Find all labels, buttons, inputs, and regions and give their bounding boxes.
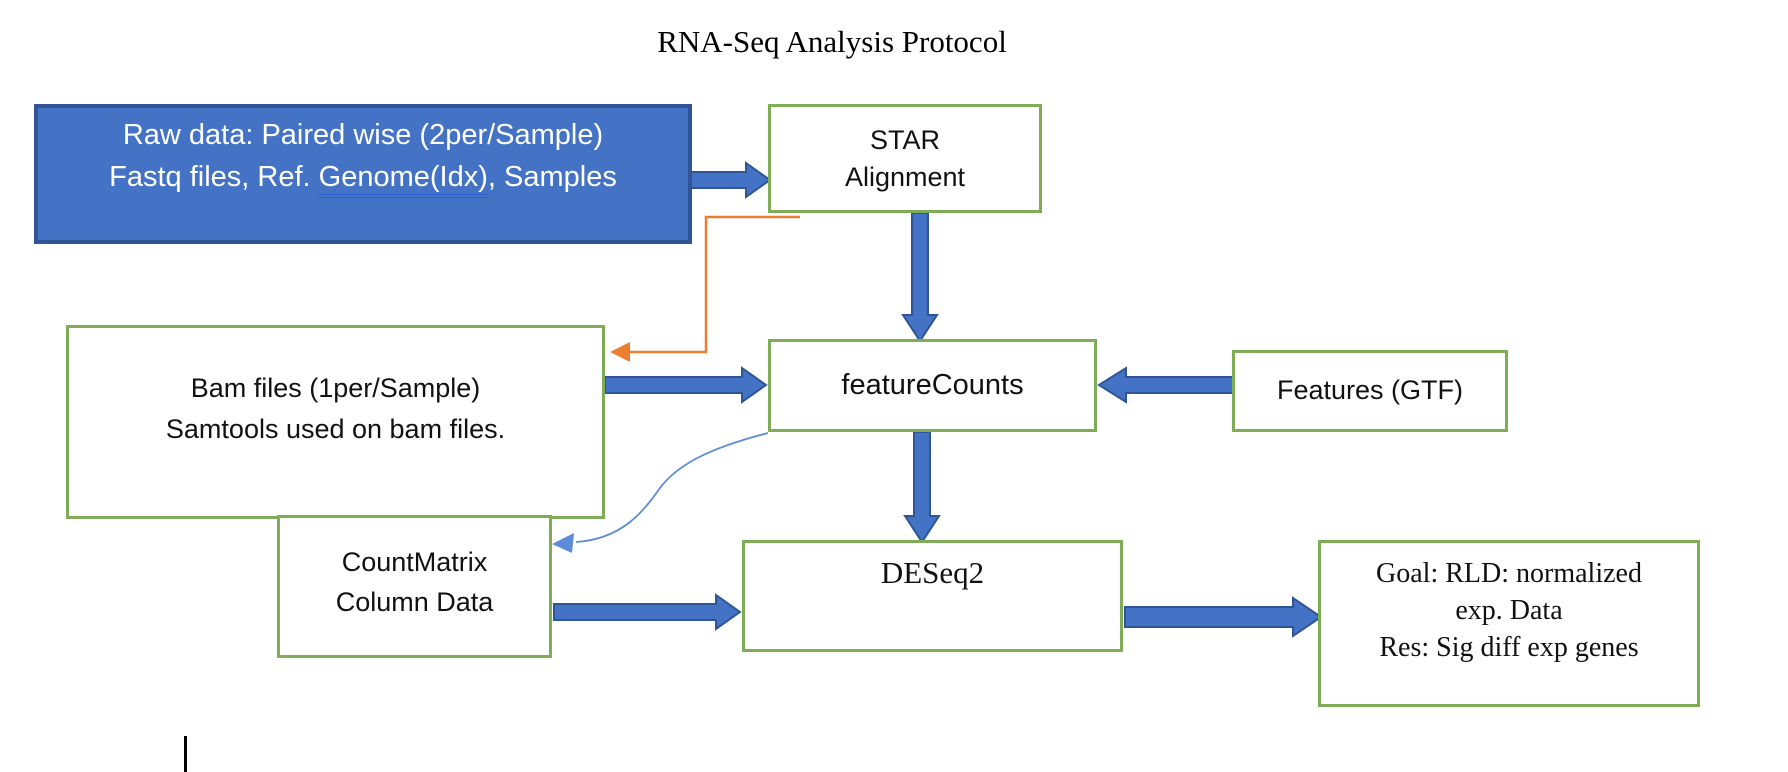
goal-line3: Res: Sig diff exp genes <box>1379 632 1639 663</box>
node-star-alignment[interactable]: STAR Alignment <box>768 104 1042 213</box>
node-count-matrix[interactable]: CountMatrix Column Data <box>277 515 552 658</box>
arrow-countmatrix-to-deseq2[interactable] <box>553 593 742 631</box>
node-bam-files[interactable]: Bam files (1per/Sample) Samtools used on… <box>66 325 605 519</box>
deseq2-label: DESeq2 <box>880 555 985 590</box>
node-featurecounts[interactable]: featureCounts <box>768 339 1097 432</box>
raw-data-line1: Raw data: Paired wise (2per/Sample) <box>122 119 604 151</box>
connector-star-to-bam-arrowhead <box>610 342 630 362</box>
node-features-gtf[interactable]: Features (GTF) <box>1232 350 1508 432</box>
countmatrix-line1: CountMatrix <box>341 546 488 577</box>
arrow-rawdata-to-star[interactable] <box>689 161 772 199</box>
node-goal[interactable]: Goal: RLD: normalized exp. Data Res: Sig… <box>1318 540 1700 707</box>
node-raw-data[interactable]: Raw data: Paired wise (2per/Sample) Fast… <box>34 104 692 244</box>
bam-line1: Bam files (1per/Sample) <box>190 373 481 403</box>
text-cursor <box>184 736 187 772</box>
goal-line2: exp. Data <box>1455 595 1563 626</box>
bam-line2: Samtools used on bam files. <box>165 414 506 444</box>
arrow-deseq2-to-goal[interactable] <box>1124 596 1323 638</box>
raw-data-underlined-text: Genome(Idx) <box>318 161 488 198</box>
arrow-featurecounts-to-deseq2[interactable] <box>903 431 941 544</box>
arrow-star-to-featurecounts[interactable] <box>901 212 939 343</box>
arrow-gtf-to-featurecounts[interactable] <box>1097 366 1235 404</box>
node-deseq2[interactable]: DESeq2 <box>742 540 1123 652</box>
connector-featurecounts-to-countmatrix[interactable] <box>575 432 769 543</box>
diagram-title: RNA-Seq Analysis Protocol <box>657 24 1007 59</box>
featurecounts-label: featureCounts <box>841 369 1024 402</box>
star-line1: STAR <box>869 124 940 155</box>
raw-data-line2: Fastq files, Ref. Genome(Idx), Samples <box>109 156 617 198</box>
arrow-bam-to-featurecounts[interactable] <box>604 366 768 404</box>
features-gtf-label: Features (GTF) <box>1276 375 1464 406</box>
star-line2: Alignment <box>844 161 966 192</box>
connector-star-to-bam[interactable] <box>626 215 800 354</box>
countmatrix-line2: Column Data <box>335 586 494 617</box>
goal-line1: Goal: RLD: normalized <box>1376 558 1642 589</box>
connector-featurecounts-to-countmatrix-arrowhead <box>552 533 574 553</box>
